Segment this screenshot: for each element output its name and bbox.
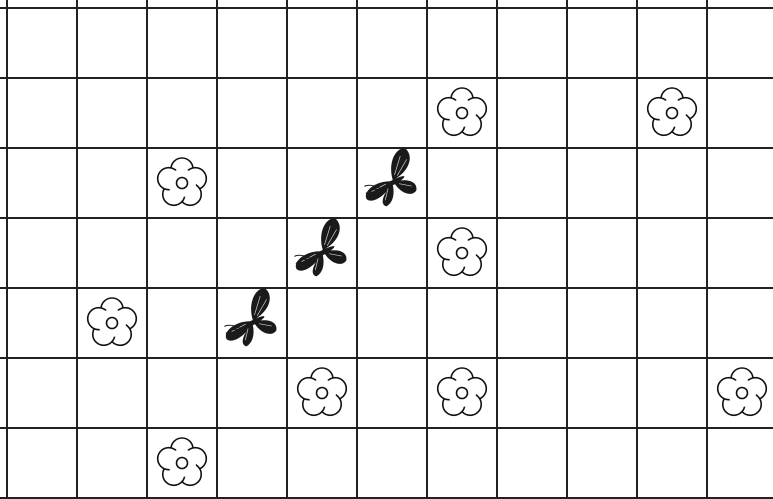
grid-cell-r3-c5[interactable]	[357, 218, 427, 288]
grid-cell-r1-c7[interactable]	[497, 78, 567, 148]
grid-cell-r5-c1[interactable]	[77, 358, 147, 428]
grid-cell-r1-c4[interactable]	[287, 78, 357, 148]
grid-cell-r4-c4[interactable]	[287, 288, 357, 358]
grid-cell-r1-c5[interactable]	[357, 78, 427, 148]
grid-cell-r3-c10[interactable]	[707, 218, 773, 288]
grid-cell-r6-c4[interactable]	[287, 428, 357, 498]
grid-cell-r3-c1[interactable]	[77, 218, 147, 288]
grid-cell-r5-c9[interactable]	[637, 358, 707, 428]
grid-cell-r6-c0[interactable]	[7, 428, 77, 498]
grid-cell-r3-c9[interactable]	[637, 218, 707, 288]
grid-cell-r0-c9[interactable]	[637, 8, 707, 78]
grid-cell-r6-c6[interactable]	[427, 428, 497, 498]
grid-cell-r6-c8[interactable]	[567, 428, 637, 498]
grid-cell-r0-c8[interactable]	[567, 8, 637, 78]
grid-cell-r2-c0[interactable]	[7, 148, 77, 218]
grid-cell-r6-c5[interactable]	[357, 428, 427, 498]
grid-cell-r0-c2[interactable]	[147, 8, 217, 78]
grid-cell-r0-c6[interactable]	[427, 8, 497, 78]
grid-cell-r2-c8[interactable]	[567, 148, 637, 218]
grid-cell-r4-c2[interactable]	[147, 288, 217, 358]
grid-cell-r0-c1[interactable]	[77, 8, 147, 78]
grid-cell-r1-c3[interactable]	[217, 78, 287, 148]
grid-cell-r1-c0[interactable]	[7, 78, 77, 148]
grid-cell-r0-c0[interactable]	[7, 8, 77, 78]
grid-cell-r0-c7[interactable]	[497, 8, 567, 78]
grid-cell-r0-c4[interactable]	[287, 8, 357, 78]
grid-cell-r3-c2[interactable]	[147, 218, 217, 288]
grid-cell-r4-c5[interactable]	[357, 288, 427, 358]
grid-cell-r5-c5[interactable]	[357, 358, 427, 428]
grid-cell-r3-c8[interactable]	[567, 218, 637, 288]
grid-cell-r4-c8[interactable]	[567, 288, 637, 358]
grid-cell-r4-c10[interactable]	[707, 288, 773, 358]
grid-cell-r2-c9[interactable]	[637, 148, 707, 218]
grid-cell-r2-c7[interactable]	[497, 148, 567, 218]
grid-cell-r2-c10[interactable]	[707, 148, 773, 218]
grid-cell-r5-c7[interactable]	[497, 358, 567, 428]
grid-cell-r6-c10[interactable]	[707, 428, 773, 498]
grid-cell-r3-c3[interactable]	[217, 218, 287, 288]
grid-cell-r4-c9[interactable]	[637, 288, 707, 358]
grid-cell-r3-c0[interactable]	[7, 218, 77, 288]
grid-cell-r2-c1[interactable]	[77, 148, 147, 218]
grid-cell-r1-c2[interactable]	[147, 78, 217, 148]
grid-cell-r5-c0[interactable]	[7, 358, 77, 428]
grid-cell-r6-c3[interactable]	[217, 428, 287, 498]
grid-cell-r0-c10[interactable]	[707, 8, 773, 78]
grid-cell-r0-c3[interactable]	[217, 8, 287, 78]
grid-cell-r5-c8[interactable]	[567, 358, 637, 428]
grid-cell-r6-c9[interactable]	[637, 428, 707, 498]
grid-cell-r4-c7[interactable]	[497, 288, 567, 358]
grid-cell-r5-c2[interactable]	[147, 358, 217, 428]
grid-cell-r4-c6[interactable]	[427, 288, 497, 358]
grid-cell-r6-c1[interactable]	[77, 428, 147, 498]
grid-cell-r2-c4[interactable]	[287, 148, 357, 218]
grid-cell-r4-c0[interactable]	[7, 288, 77, 358]
grid-cell-r5-c3[interactable]	[217, 358, 287, 428]
grid-cell-r2-c3[interactable]	[217, 148, 287, 218]
grid-cell-r0-c5[interactable]	[357, 8, 427, 78]
grid-cells	[7, 8, 773, 498]
grid-cell-r2-c6[interactable]	[427, 148, 497, 218]
grid-cell-r1-c10[interactable]	[707, 78, 773, 148]
grid-cell-r6-c7[interactable]	[497, 428, 567, 498]
grid-cell-r1-c8[interactable]	[567, 78, 637, 148]
grid-cell-r3-c7[interactable]	[497, 218, 567, 288]
grid-cell-r1-c1[interactable]	[77, 78, 147, 148]
